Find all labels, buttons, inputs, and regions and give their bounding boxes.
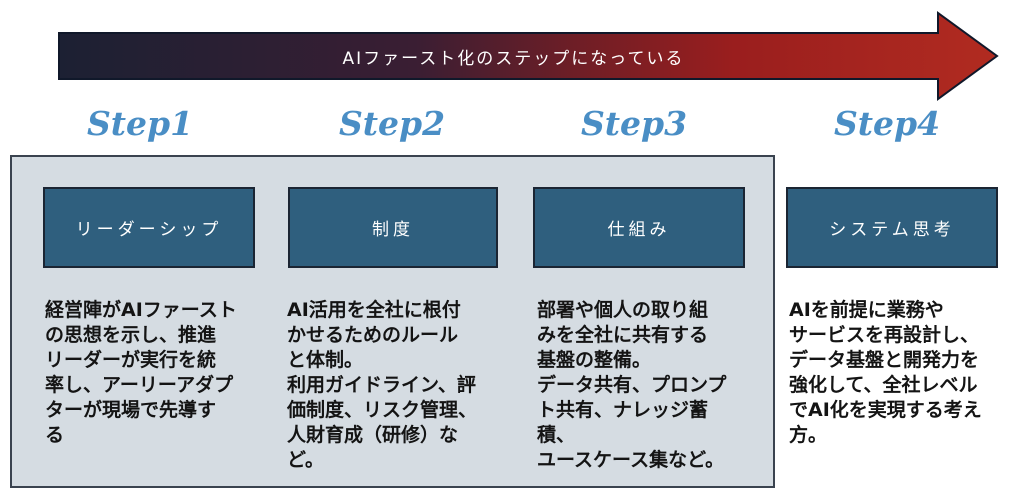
arrow-title: AIファースト化のステップになっている bbox=[342, 48, 685, 69]
step3-description: 部署や個人の取り組 みを全社に共有する 基盤の整備。 データ共有、プロンプ ト共… bbox=[537, 299, 727, 471]
step3-label: Step3 bbox=[580, 104, 688, 143]
step4-description: AIを前提に業務や サービスを再設計し、 データ基盤と開発力を 強化して、全社レ… bbox=[789, 299, 982, 446]
step1-description: 経営陣がAIファースト の思想を示し、推進 リーダーが実行を統 率し、アーリーア… bbox=[45, 299, 237, 446]
step4-label: Step4 bbox=[833, 104, 941, 143]
arrow-shape bbox=[58, 11, 999, 101]
step2-heading-box: 制度 bbox=[288, 187, 498, 268]
step1-label: Step1 bbox=[86, 104, 194, 143]
step4-heading-box: システム思考 bbox=[786, 187, 998, 268]
step1-heading-box: リーダーシップ bbox=[43, 187, 255, 268]
gradient-arrow bbox=[58, 11, 999, 101]
step2-label: Step2 bbox=[338, 104, 446, 143]
step3-heading-box: 仕組み bbox=[533, 187, 745, 268]
step2-description: AI活用を全社に根付 かせるためのルール と体制。 利用ガイドライン、評 価制度… bbox=[287, 299, 478, 471]
